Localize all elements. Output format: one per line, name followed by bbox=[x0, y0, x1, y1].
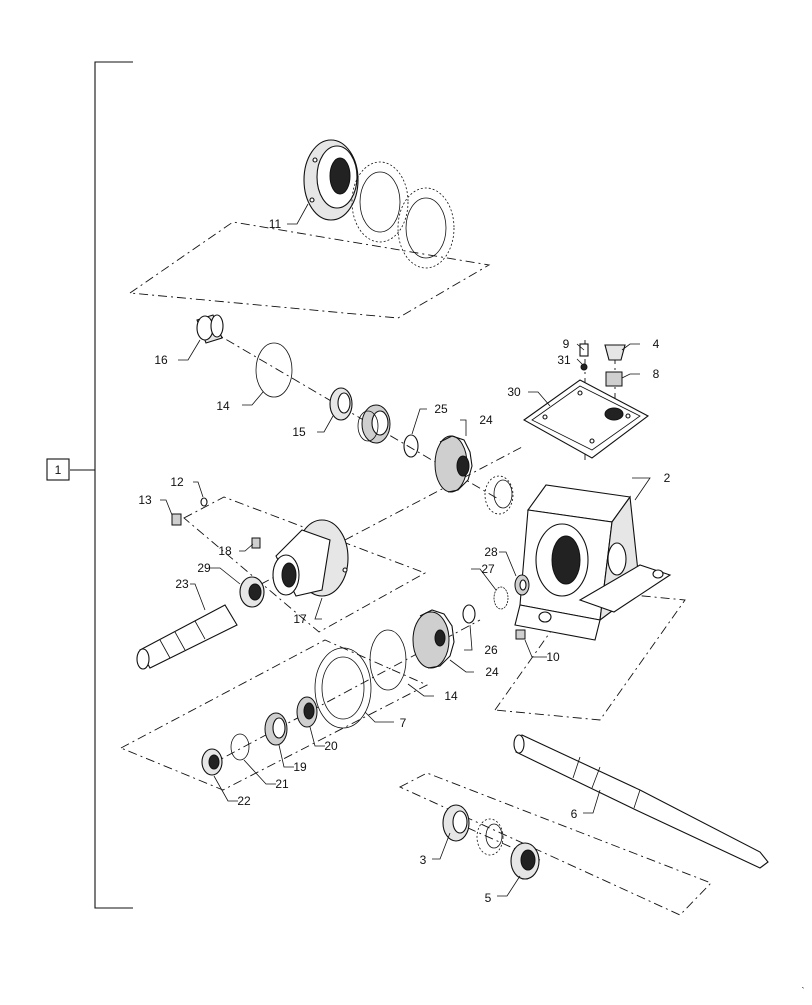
output-shaft-part bbox=[513, 734, 769, 869]
callout-13: 13 bbox=[138, 493, 152, 507]
bearing-cup-part bbox=[264, 712, 288, 746]
callout-28: 28 bbox=[484, 545, 498, 559]
gasket-part bbox=[351, 161, 455, 269]
nut-washer-part bbox=[462, 574, 530, 624]
callout-2: 2 bbox=[664, 471, 671, 485]
input-shaft-part bbox=[136, 604, 238, 670]
seal-part-end bbox=[510, 842, 540, 880]
bearing-part bbox=[357, 404, 391, 444]
callout-24: 24 bbox=[479, 413, 493, 427]
seal-part bbox=[329, 387, 353, 421]
callout-26: 26 bbox=[484, 643, 498, 657]
callout-19: 19 bbox=[293, 760, 307, 774]
callout-20: 20 bbox=[324, 739, 338, 753]
callout-4: 4 bbox=[653, 337, 660, 351]
seal-part-bottom bbox=[442, 804, 470, 842]
assembly-label: 1 bbox=[55, 463, 62, 477]
assembly-bracket: 1 bbox=[46, 61, 133, 909]
ring-part bbox=[230, 733, 250, 761]
callout-7: 7 bbox=[400, 716, 407, 730]
callout-14b: 14 bbox=[444, 689, 458, 703]
callout-30: 30 bbox=[507, 385, 521, 399]
bevel-gear-part bbox=[434, 435, 473, 493]
callout-12: 12 bbox=[170, 475, 184, 489]
callout-18: 18 bbox=[218, 544, 232, 558]
callout-labels: 2 3 4 5 6 7 8 9 10 11 12 13 14 14 15 16 … bbox=[138, 217, 670, 905]
callout-27: 27 bbox=[481, 562, 495, 576]
seal-part-lower bbox=[201, 748, 223, 776]
bearing-housing-part bbox=[272, 519, 349, 597]
gasket-part-lower bbox=[314, 647, 372, 729]
callout-16: 16 bbox=[154, 353, 168, 367]
cover-plate-part bbox=[522, 379, 650, 459]
snap-ring-part bbox=[403, 434, 419, 458]
bevel-gear-part-lower bbox=[412, 609, 455, 669]
bushing-part bbox=[196, 314, 224, 344]
callout-24b: 24 bbox=[485, 665, 499, 679]
flange-cover-part bbox=[303, 139, 359, 221]
o-ring-part-lower bbox=[369, 629, 407, 691]
bolt-washer-part bbox=[171, 497, 208, 526]
callout-29: 29 bbox=[197, 561, 211, 575]
bearing-race-part bbox=[484, 475, 514, 515]
bearing-part-lower bbox=[296, 696, 318, 728]
callout-9: 9 bbox=[563, 337, 570, 351]
callout-3: 3 bbox=[420, 853, 427, 867]
callout-8: 8 bbox=[653, 367, 660, 381]
callout-17: 17 bbox=[293, 612, 307, 626]
bearing-part-bottom bbox=[476, 818, 504, 856]
callout-6: 6 bbox=[571, 807, 578, 821]
callout-14: 14 bbox=[216, 399, 230, 413]
callout-23: 23 bbox=[175, 577, 189, 591]
gearbox-housing-part bbox=[514, 484, 672, 641]
callout-31: 31 bbox=[557, 353, 571, 367]
o-ring-part bbox=[255, 342, 293, 398]
callout-25: 25 bbox=[434, 402, 448, 416]
callout-15: 15 bbox=[292, 425, 306, 439]
callout-11: 11 bbox=[269, 217, 282, 231]
shaft-seal-part bbox=[239, 576, 265, 608]
callout-22: 22 bbox=[237, 794, 251, 808]
callout-10: 10 bbox=[546, 650, 560, 664]
plug-part bbox=[515, 629, 526, 640]
callout-5: 5 bbox=[485, 891, 492, 905]
callout-21: 21 bbox=[275, 777, 289, 791]
bolt-part bbox=[251, 537, 261, 549]
corner-mark: ` bbox=[802, 986, 805, 996]
leader-lines bbox=[160, 203, 651, 897]
